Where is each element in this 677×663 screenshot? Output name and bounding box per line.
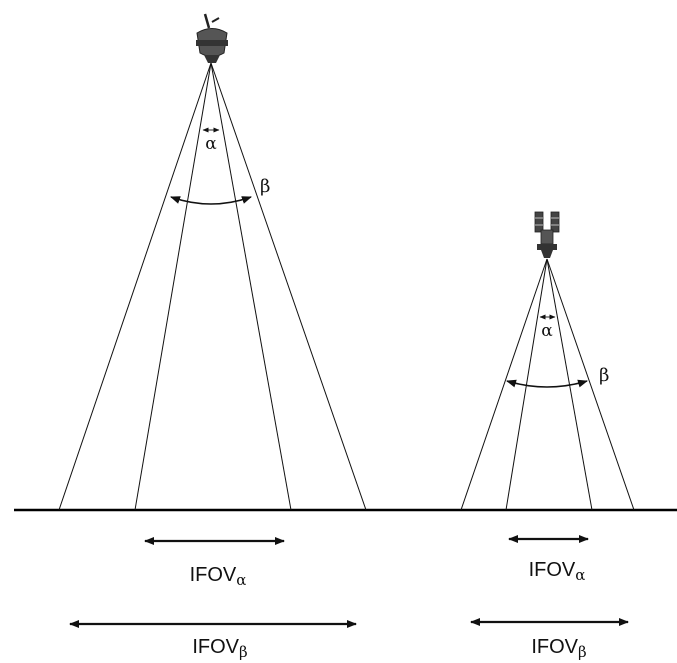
right-beta-ray-left <box>460 258 548 511</box>
left-alpha-ray-left <box>134 62 212 511</box>
left-view: α β IFOVα IFOVβ <box>58 13 367 661</box>
left-alpha-ray-right <box>210 62 292 511</box>
right-alpha-symbol: α <box>541 321 553 341</box>
satellite-sensor-icon <box>196 13 228 63</box>
spacecraft-sensor-icon <box>534 211 560 258</box>
left-beta-arc <box>170 196 252 205</box>
left-ifov-beta-base: IFOV <box>192 636 239 658</box>
right-beta-ray-right <box>546 258 635 511</box>
right-beta-arc <box>506 379 588 388</box>
left-ifov-beta-sub: β <box>239 643 248 661</box>
right-alpha-ray-left <box>505 258 548 511</box>
right-ifov-alpha-base: IFOV <box>529 559 576 581</box>
left-ifov-alpha-base: IFOV <box>190 564 237 586</box>
right-ifov-alpha-label: IFOVα <box>529 559 586 584</box>
right-ifov-beta-base: IFOV <box>531 636 578 658</box>
left-ifov-beta-label: IFOVβ <box>192 636 247 661</box>
left-beta-symbol: β <box>260 176 270 197</box>
left-ifov-alpha-label: IFOVα <box>190 564 247 589</box>
left-alpha-symbol: α <box>205 134 217 154</box>
right-ifov-beta-sub: β <box>578 643 587 661</box>
right-view: α β IFOVα IFOVβ <box>460 211 635 661</box>
right-ifov-alpha-sub: α <box>575 566 585 584</box>
right-beta-symbol: β <box>599 365 609 386</box>
right-ifov-beta-label: IFOVβ <box>531 636 586 661</box>
left-beta-ray-right <box>210 62 367 511</box>
left-beta-ray-left <box>58 62 212 511</box>
left-ifov-alpha-sub: α <box>236 571 246 589</box>
